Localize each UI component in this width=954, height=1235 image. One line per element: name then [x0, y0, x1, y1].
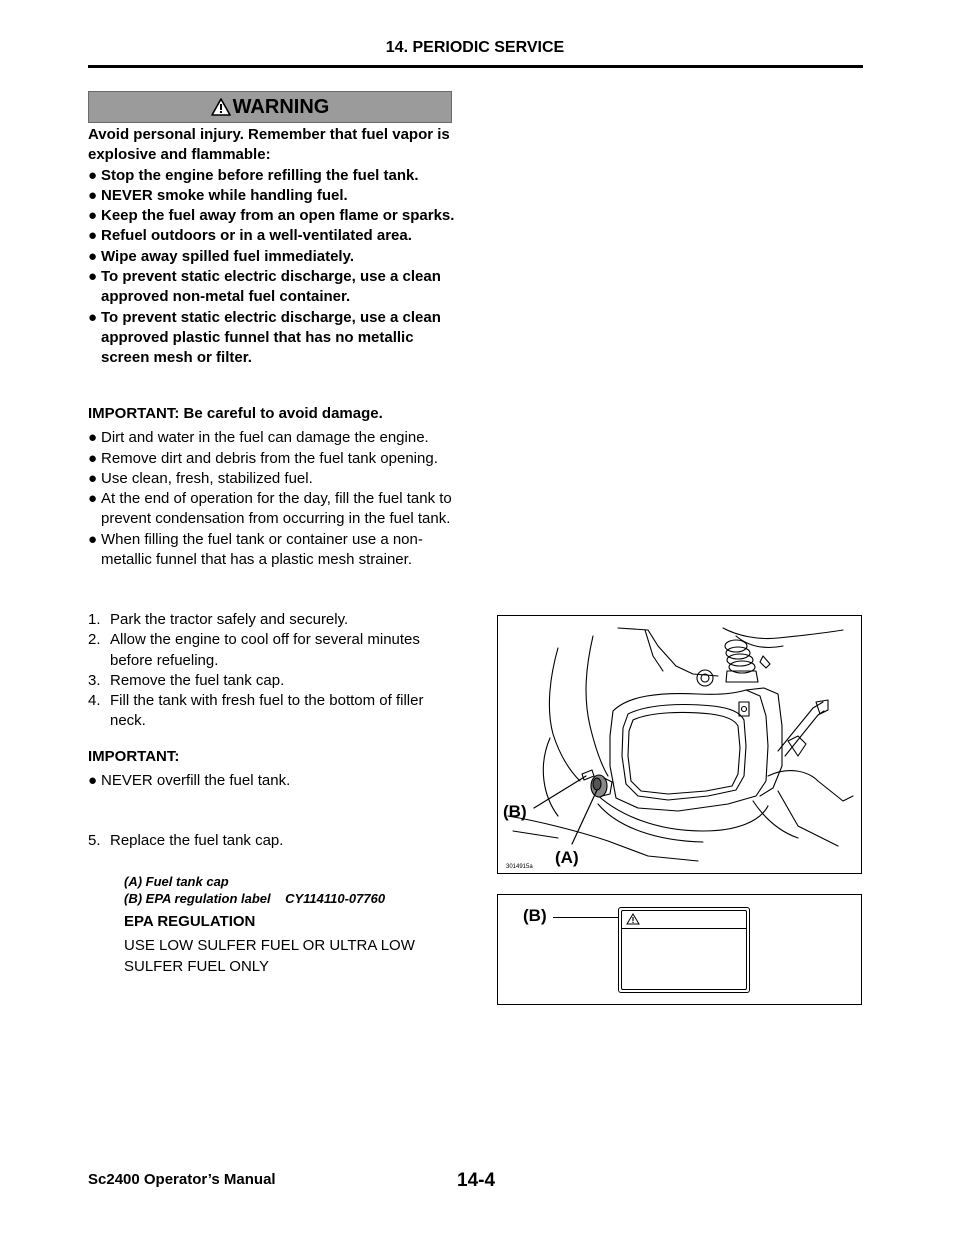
figure1-code: 3014915a — [506, 864, 533, 870]
fuel-tank-cap-drawing — [590, 774, 613, 798]
important-overfill-section: IMPORTANT: ●NEVER overfill the fuel tank… — [88, 747, 456, 792]
leader-line-b — [533, 775, 587, 809]
figure1-label-b: (B) — [503, 802, 527, 821]
list-item: ●Wipe away spilled fuel immediately. — [88, 247, 456, 267]
bullet-dot-icon: ● — [88, 186, 98, 204]
bullet-dot-icon: ● — [88, 166, 98, 184]
epa-label-figure: (B) — [497, 894, 862, 1005]
bullet-dot-icon: ● — [88, 429, 98, 447]
bullet-dot-icon: ● — [88, 490, 98, 508]
important-damage-section: IMPORTANT: Be careful to avoid damage. ●… — [88, 404, 456, 570]
step-item: 3.Remove the fuel tank cap. — [88, 671, 285, 689]
warning-body: Avoid personal injury. Remember that fue… — [88, 125, 456, 369]
list-item: ●Use clean, fresh, stabilized fuel. — [88, 469, 456, 489]
steps-list: 1.Park the tractor safely and securely. … — [88, 610, 448, 732]
caption-fuel-tank-cap: (A) Fuel tank cap — [124, 874, 229, 889]
step-item: 2.Allow the engine to cool off for sever… — [88, 631, 420, 669]
epa-label-text: EPA REGULATION USE LOW SULFER FUEL OR UL… — [124, 912, 444, 977]
bullet-dot-icon: ● — [88, 449, 98, 467]
epa-text: USE LOW SULFER FUEL OR ULTRA LOW SULFER … — [124, 937, 415, 975]
header-rule — [88, 65, 863, 68]
warning-banner: WARNING — [88, 91, 452, 123]
figure2-label-b: (B) — [523, 906, 547, 925]
list-item: ●Remove dirt and debris from the fuel ta… — [88, 449, 456, 469]
footer-page-number: 14-4 — [457, 1170, 496, 1191]
important-heading: IMPORTANT: Be careful to avoid damage. — [88, 405, 383, 422]
list-item: ●Refuel outdoors or in a well-ventilated… — [88, 226, 456, 246]
warning-triangle-icon — [626, 913, 640, 925]
step-item: 4.Fill the tank with fresh fuel to the b… — [88, 692, 424, 730]
list-item: ●To prevent static electric discharge, u… — [88, 308, 441, 367]
epa-heading: EPA REGULATION — [124, 913, 256, 930]
page-header-title: 14. PERIODIC SERVICE — [385, 39, 565, 56]
epa-label-drawing — [618, 907, 750, 993]
step-item: 1.Park the tractor safely and securely. — [88, 611, 349, 628]
bullet-dot-icon: ● — [88, 207, 98, 225]
bullet-dot-icon: ● — [88, 268, 98, 286]
bullet-dot-icon: ● — [88, 227, 98, 245]
footer-manual-title: Sc2400 Operator’s Manual — [88, 1171, 276, 1188]
steering-bellows — [724, 639, 759, 683]
step-item: 5.Replace the fuel tank cap. — [88, 832, 284, 849]
figure1-label-a: (A) — [555, 848, 579, 867]
list-item: ●NEVER smoke while handling fuel. — [88, 186, 456, 206]
list-item: ●Dirt and water in the fuel can damage t… — [88, 428, 456, 448]
fuel-tank-illustration — [507, 627, 854, 862]
important-heading: IMPORTANT: — [88, 748, 180, 765]
important-list: ●Dirt and water in the fuel can damage t… — [88, 428, 456, 570]
warning-title: WARNING — [232, 95, 330, 118]
list-item: ●NEVER overfill the fuel tank. — [88, 771, 456, 791]
list-item: ●When filling the fuel tank or container… — [88, 530, 423, 569]
leader-line-a — [571, 789, 598, 845]
caption-epa-label: (B) EPA regulation label CY114110-07760 — [124, 891, 386, 906]
fuel-tank-figure: (B) (A) 3014915a — [497, 615, 862, 874]
list-item: ●Keep the fuel away from an open flame o… — [88, 206, 456, 226]
leader-line — [553, 917, 618, 918]
bullet-dot-icon: ● — [88, 308, 98, 326]
list-item: ●At the end of operation for the day, fi… — [88, 490, 452, 528]
warning-triangle-icon — [210, 98, 231, 116]
steps-list-2: 5.Replace the fuel tank cap. — [88, 831, 448, 851]
bullet-dot-icon: ● — [88, 469, 98, 487]
warning-list: ●Stop the engine before refilling the fu… — [88, 166, 456, 369]
bullet-dot-icon: ● — [88, 247, 98, 265]
list-item: ●To prevent static electric discharge, u… — [88, 268, 441, 306]
list-item: ●Stop the engine before refilling the fu… — [88, 166, 456, 186]
figure-captions: (A) Fuel tank cap (B) EPA regulation lab… — [124, 873, 464, 907]
bullet-dot-icon: ● — [88, 530, 98, 548]
bullet-dot-icon: ● — [88, 772, 98, 790]
warning-intro: Avoid personal injury. Remember that fue… — [88, 126, 450, 164]
